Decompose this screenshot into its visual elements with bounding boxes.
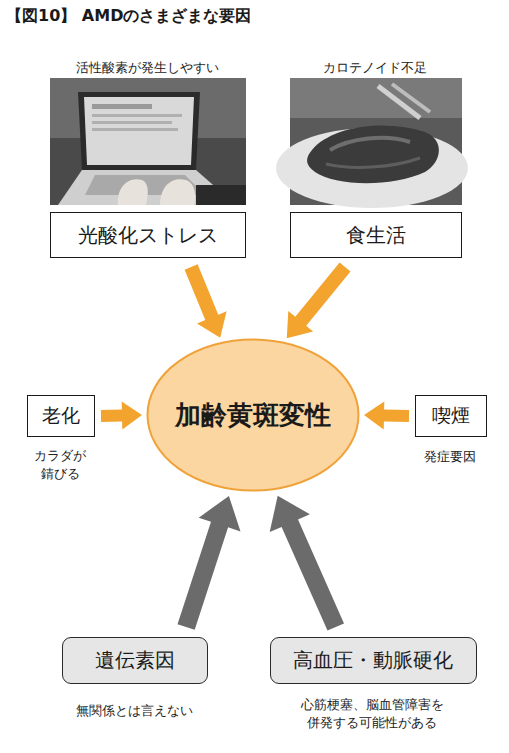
factor-box-gray: 遺伝素因無関係とは言えない	[62, 637, 208, 684]
photo-caption: カロテノイド不足	[323, 59, 427, 77]
ellipse-shape	[148, 340, 359, 491]
block-arrow	[101, 402, 142, 430]
photo-caption: 活性酸素が発生しやすい	[76, 59, 219, 77]
node-note: 心筋梗塞、脳血管障害を 併発する可能性がある	[297, 696, 448, 731]
node-label: 遺伝素因	[95, 647, 175, 674]
node-note: 無関係とは言えない	[76, 702, 193, 720]
block-arrow	[287, 263, 351, 339]
node-label: 喫煙	[432, 403, 470, 429]
factor-box: 老化カラダが 錆びる	[27, 395, 95, 437]
steak-photo	[276, 78, 468, 208]
node-note: 発症要因	[424, 448, 476, 466]
node-label: 加齢黄斑変性	[175, 398, 331, 433]
block-arrow	[364, 402, 409, 430]
factor-box: 喫煙発症要因	[415, 395, 487, 437]
factor-box-gray: 高血圧・動脈硬化心筋梗塞、脳血管障害を 併発する可能性がある	[270, 637, 477, 684]
central-ellipse: 加齢黄斑変性	[146, 338, 360, 492]
block-arrow	[178, 496, 241, 630]
node-label: 老化	[42, 403, 80, 429]
node-label: 食生活	[346, 222, 406, 249]
block-arrow	[185, 264, 227, 337]
block-arrow	[270, 496, 344, 631]
node-note: カラダが 錆びる	[31, 447, 91, 482]
factor-box: カロテノイド不足食生活	[290, 212, 462, 258]
laptop-photo	[50, 78, 246, 205]
factor-box: 活性酸素が発生しやすい光酸化ストレス	[50, 212, 246, 258]
node-label: 高血圧・動脈硬化	[293, 647, 453, 674]
node-label: 光酸化ストレス	[78, 222, 218, 249]
figure-title: 【図10】 AMDのさまざまな要因	[6, 6, 251, 27]
